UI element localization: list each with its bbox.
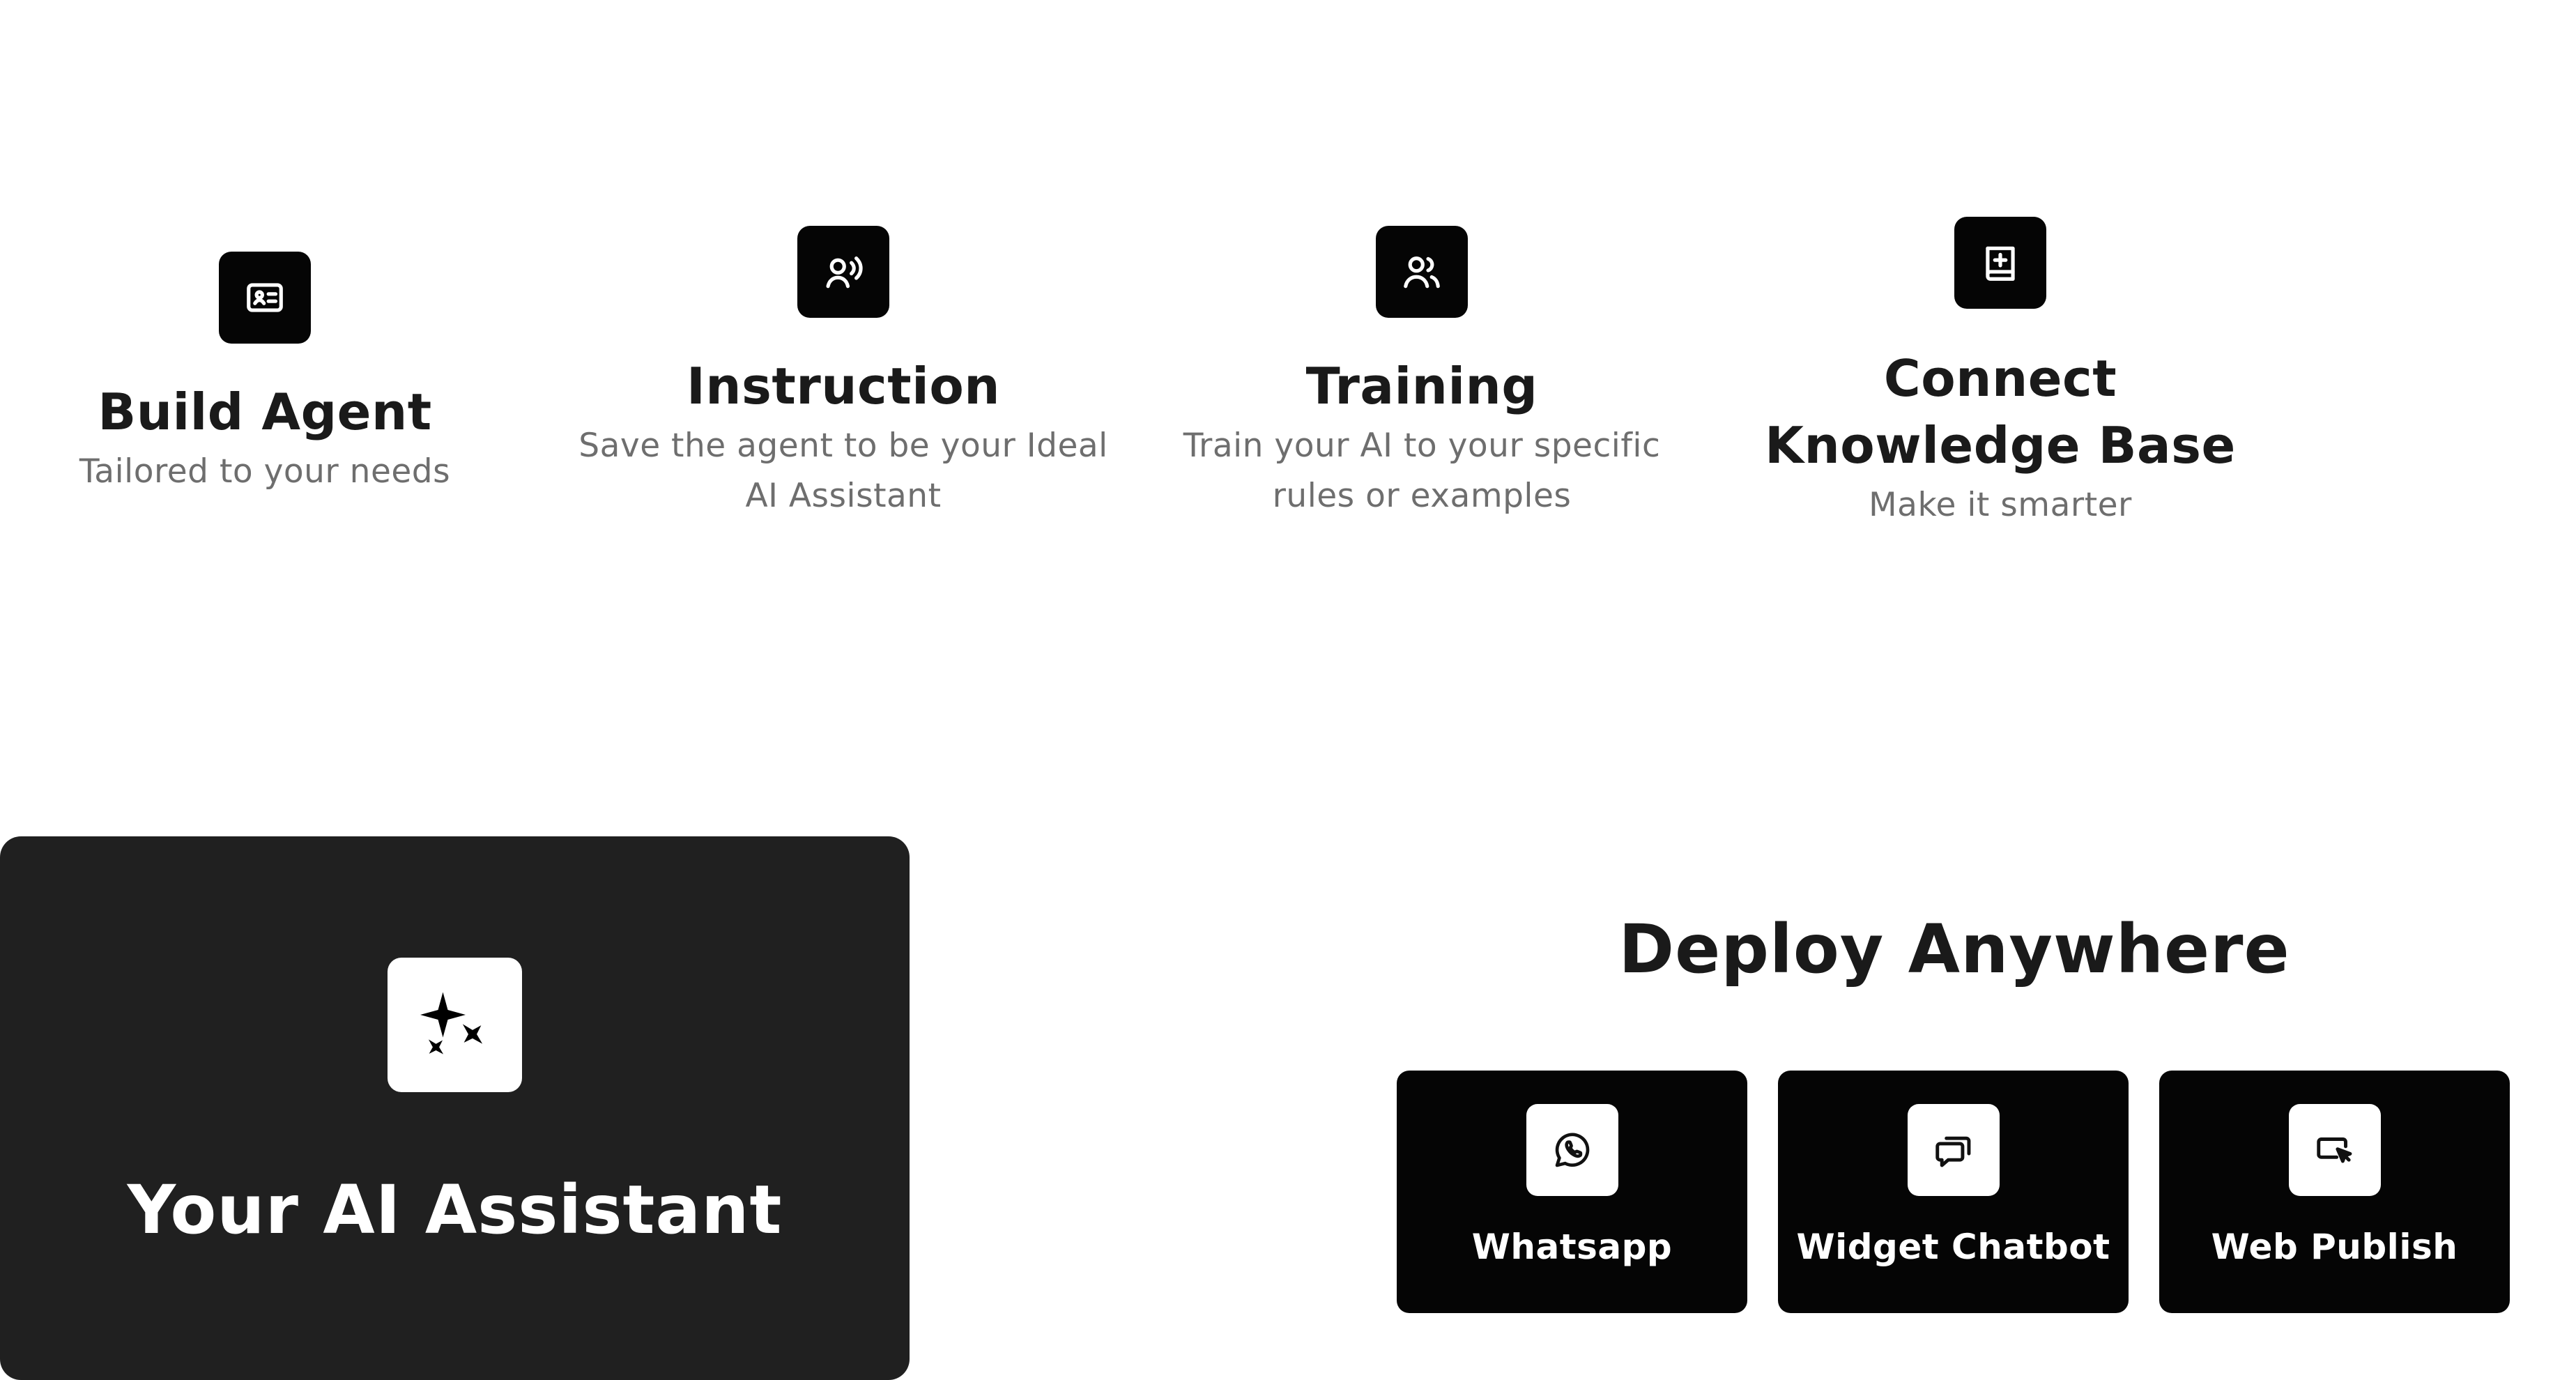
user-voice-icon (797, 226, 889, 318)
step-title: Connect Knowledge Base (1765, 349, 2236, 475)
step-title: Build Agent (98, 383, 432, 441)
step-description: Save the agent to be your Ideal AI Assis… (578, 427, 1108, 515)
deploy-anywhere-heading: Deploy Anywhere (1618, 910, 2290, 988)
step-instruction: Instruction Save the agent to be your Id… (578, 226, 1108, 521)
step-build-agent: Build Agent Tailored to your needs (0, 252, 530, 497)
id-card-icon (219, 252, 311, 344)
deploy-option-label: Widget Chatbot (1796, 1227, 2110, 1267)
step-description: Train your AI to your specific rules or … (1183, 427, 1661, 515)
step-title: Training (1305, 357, 1538, 415)
ai-assistant-card: Your AI Assistant (0, 836, 910, 1380)
step-connect-knowledge-base: Connect Knowledge Base Make it smarter (1735, 217, 2265, 530)
chat-bubbles-icon (1908, 1104, 2000, 1196)
deploy-widget-chatbot-card[interactable]: Widget Chatbot (1778, 1071, 2129, 1313)
deploy-option-label: Whatsapp (1471, 1227, 1673, 1267)
deploy-whatsapp-card[interactable]: Whatsapp (1397, 1071, 1747, 1313)
users-icon (1376, 226, 1468, 318)
sparkles-icon (388, 958, 522, 1092)
step-description: Tailored to your needs (79, 452, 451, 491)
ai-assistant-title: Your AI Assistant (127, 1171, 783, 1249)
step-training: Training Train your AI to your specific … (1157, 226, 1687, 521)
web-cursor-icon (2289, 1104, 2381, 1196)
step-title: Instruction (686, 357, 1001, 415)
deploy-web-publish-card[interactable]: Web Publish (2159, 1071, 2510, 1313)
whatsapp-icon (1526, 1104, 1618, 1196)
step-description: Make it smarter (1869, 486, 2132, 524)
book-plus-icon (1954, 217, 2046, 309)
deploy-option-label: Web Publish (2211, 1227, 2458, 1267)
